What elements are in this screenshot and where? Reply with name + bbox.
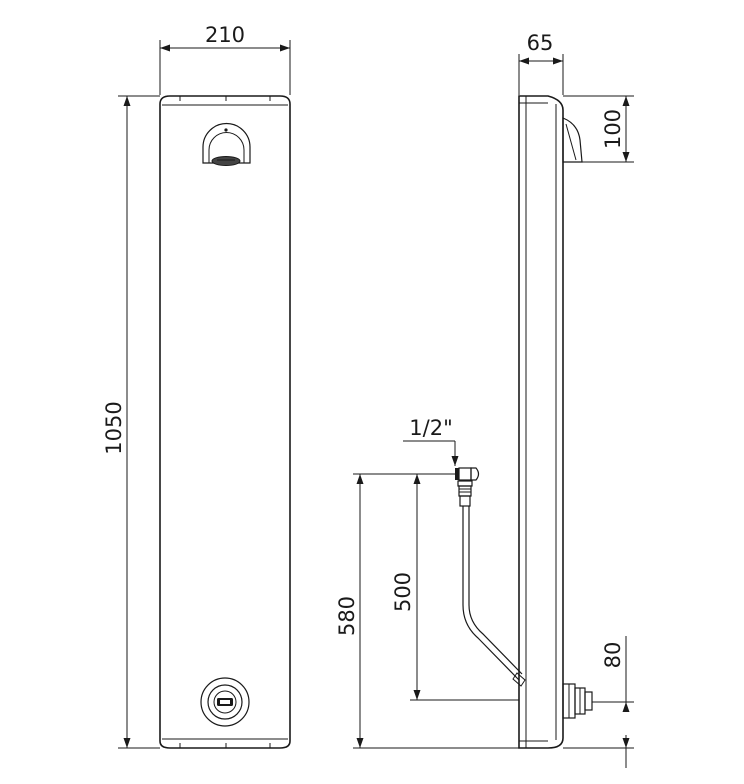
shower-head-icon — [202, 122, 251, 166]
dim-supply-floor-label: 580 — [335, 596, 359, 636]
push-button-side-icon — [562, 683, 593, 719]
dim-connection: 1/2" — [403, 416, 459, 466]
dim-button-height: 80 — [563, 636, 634, 768]
front-panel-outline — [159, 95, 291, 749]
dim-height: 1050 — [102, 95, 160, 749]
dim-supply-hose-label: 500 — [391, 572, 415, 612]
dim-width: 210 — [159, 23, 291, 95]
dim-supply-hose: 500 — [391, 473, 519, 701]
dim-connection-label: 1/2" — [409, 416, 452, 440]
supply-hose-icon — [462, 506, 526, 687]
side-view — [455, 95, 593, 749]
dim-head-drop: 100 — [563, 95, 634, 163]
dim-head-drop-label: 100 — [601, 109, 625, 149]
dim-depth: 65 — [518, 31, 564, 95]
dim-button-height-label: 80 — [601, 642, 625, 669]
shower-head-side-icon — [562, 117, 583, 163]
dim-depth-label: 65 — [527, 31, 554, 55]
dim-supply-floor: 580 — [335, 473, 519, 749]
side-panel-outline — [518, 95, 564, 749]
dim-height-label: 1050 — [102, 401, 126, 454]
dim-width-label: 210 — [205, 23, 245, 47]
front-view — [159, 95, 291, 749]
valve-connector-icon — [455, 467, 480, 507]
push-button-icon — [200, 677, 250, 727]
